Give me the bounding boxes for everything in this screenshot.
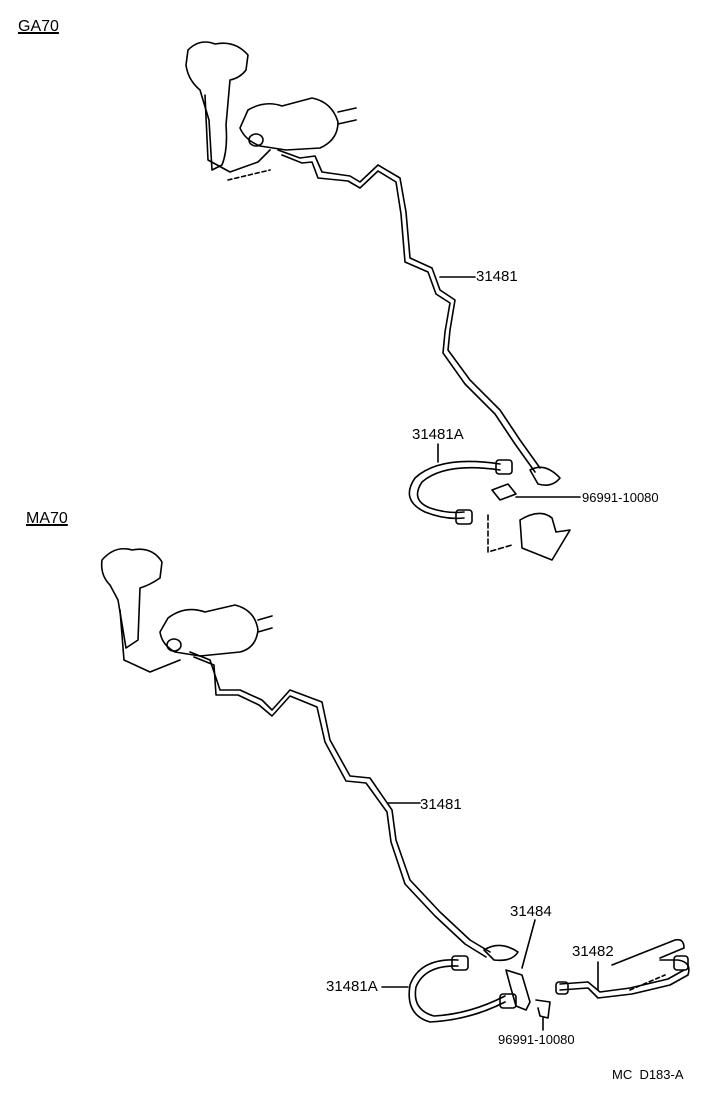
label-ma70-clip: 96991-10080	[498, 1032, 575, 1047]
ma70-master-cylinder	[100, 547, 273, 673]
diagram-code: MC D183-A	[612, 1067, 684, 1082]
ga70-master-cylinder	[185, 41, 357, 181]
label-ma70-hose: 31481A	[326, 978, 378, 995]
label-ma70-tube2: 31482	[572, 943, 614, 960]
section-title-ga70: GA70	[18, 18, 59, 35]
label-ga70-clip: 96991-10080	[582, 490, 659, 505]
ma70-tube-31482	[555, 938, 690, 999]
label-ma70-bracket: 31484	[510, 903, 552, 920]
ma70-flex-hose	[381, 955, 517, 1023]
ma70-bracket	[505, 919, 551, 1031]
ga70-flex-hose	[408, 443, 581, 561]
ga70-brake-tube	[277, 149, 561, 486]
label-ma70-tube: 31481	[420, 796, 462, 813]
ma70-brake-tube	[189, 651, 519, 962]
label-ga70-tube: 31481	[476, 268, 518, 285]
section-title-ma70: MA70	[26, 510, 68, 527]
label-ga70-hose: 31481A	[412, 426, 464, 443]
